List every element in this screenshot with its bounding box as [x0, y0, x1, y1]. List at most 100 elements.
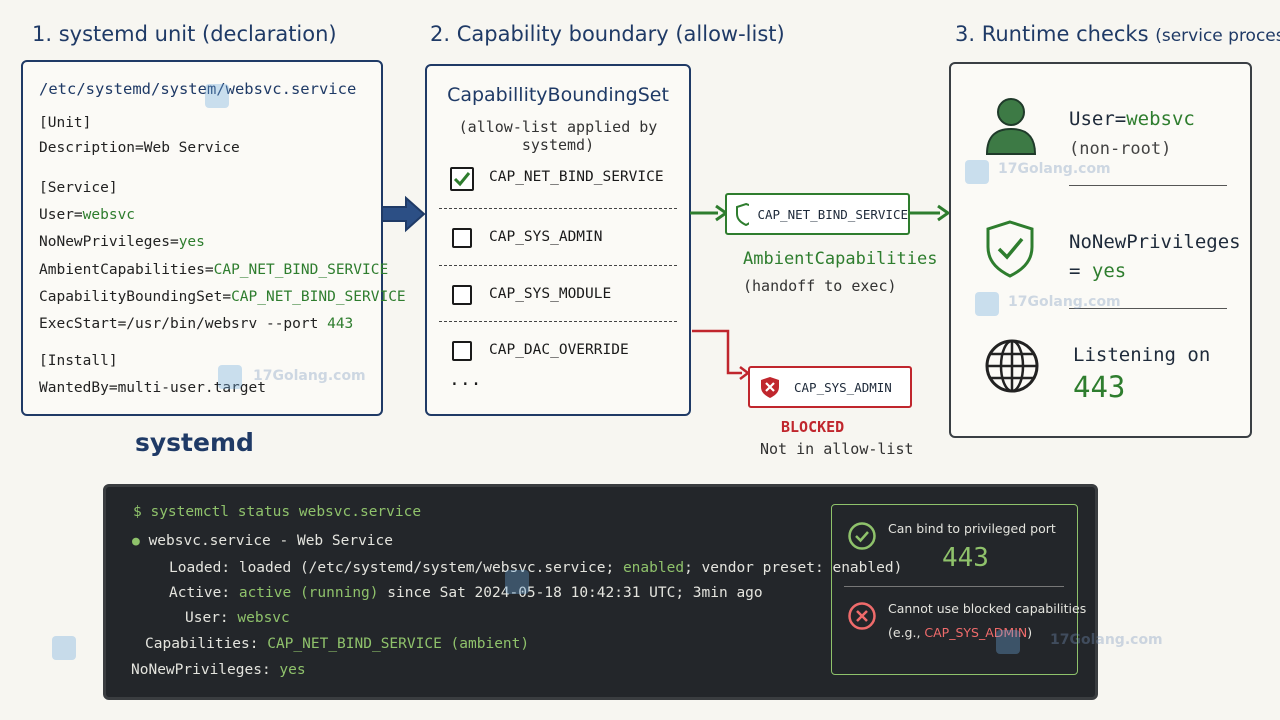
terminal-active-state: active (running) [238, 585, 379, 601]
cap-item-label: CAP_DAC_OVERRIDE [489, 342, 629, 358]
cap-item-label: CAP_SYS_ADMIN [489, 229, 603, 245]
bounding-set-panel: CapabillityBoundingSet (allow-list appli… [425, 64, 691, 416]
terminal-unit-line: ● websvc.service - Web Service [132, 533, 393, 549]
terminal-nnp-key: NoNewPrivileges: [131, 662, 280, 678]
cap-list-more: ... [449, 369, 482, 390]
checkbox-unchecked-icon[interactable] [452, 285, 472, 305]
shield-icon [736, 202, 750, 226]
watermark-logo-icon [218, 365, 242, 389]
result-fail-example: (e.g., CAP_SYS_ADMIN) [888, 625, 1032, 640]
globe-icon [985, 339, 1039, 393]
checkbox-unchecked-icon[interactable] [452, 341, 472, 361]
blocked-cap-label: CAP_SYS_ADMIN [794, 379, 892, 395]
unit-nnp-key: NoNewPrivileges= [39, 234, 179, 250]
checkbox-checked-icon[interactable] [450, 167, 474, 191]
unit-nnp-line: NoNewPrivileges=yes [39, 234, 205, 250]
watermark-text: 17Golang.com [1050, 632, 1163, 648]
unit-ambient-line: AmbientCapabilities=CAP_NET_BIND_SERVICE [39, 262, 388, 278]
heading-boundary: 2. Capability boundary (allow-list) [430, 22, 785, 46]
terminal-user-value: websvc [237, 610, 290, 626]
unit-wanted-by: WantedBy=multi-user.target [39, 380, 266, 396]
divider [439, 208, 677, 209]
watermark-logo-icon [505, 570, 529, 594]
shield-x-icon [761, 377, 779, 398]
ambient-cap-label: CAP_NET_BIND_SERVICE [757, 206, 908, 222]
result-ok-text: Can bind to privileged port [888, 521, 1056, 536]
unit-exec-key: ExecStart=/usr/bin/websrv --port [39, 316, 328, 332]
divider [439, 265, 677, 266]
terminal-caps-key: Capabilities: [145, 636, 268, 652]
watermark-logo-icon [965, 160, 989, 184]
ambient-cap-pill: CAP_NET_BIND_SERVICE [725, 193, 910, 235]
runtime-user-key: User= [1069, 108, 1127, 130]
runtime-user-note: (non-root) [1069, 139, 1172, 159]
terminal-caps-value: CAP_NET_BIND_SERVICE (ambient) [267, 636, 530, 652]
listening-label: Listening on [1073, 344, 1211, 366]
terminal-loaded-pre: Loaded: loaded (/etc/systemd/system/webs… [169, 560, 623, 576]
ambient-title: AmbientCapabilities [743, 249, 938, 269]
unit-user-key: User= [39, 207, 83, 223]
result-box: Can bind to privileged port 443 Cannot u… [831, 504, 1086, 675]
user-icon [985, 98, 1037, 155]
unit-section: [Unit] [39, 115, 92, 131]
divider [1069, 185, 1227, 186]
watermark-text: 17Golang.com [1008, 294, 1121, 310]
terminal-active-line: Active: active (running) since Sat 2024-… [169, 585, 763, 601]
watermark-text: 17Golang.com [998, 161, 1111, 177]
unit-user-line: User=websvc [39, 207, 135, 223]
divider [844, 586, 1064, 587]
runtime-nnp-line: = yes [1069, 260, 1126, 282]
runtime-user-value: websvc [1126, 108, 1195, 130]
result-fail-example-pre: (e.g., [888, 625, 925, 640]
heading-runtime-main: 3. Runtime checks [955, 22, 1149, 46]
runtime-panel: User=websvc (non-root) NoNewPrivileges =… [949, 62, 1252, 438]
terminal-loaded-line: Loaded: loaded (/etc/systemd/system/webs… [169, 560, 902, 576]
unit-bounding-line: CapabilityBoundingSet=CAP_NET_BIND_SERVI… [39, 289, 406, 305]
status-dot-icon: ● [132, 534, 140, 549]
terminal-active-key: Active: [169, 585, 239, 601]
watermark-logo-icon [975, 292, 999, 316]
check-circle-icon [848, 522, 876, 550]
terminal-user-line: User: websvc [185, 610, 290, 626]
listening-port: 443 [1073, 370, 1126, 404]
runtime-nnp-eq: = [1069, 260, 1092, 282]
systemd-caption: systemd [135, 428, 254, 457]
unit-ambient-value: CAP_NET_BIND_SERVICE [213, 262, 389, 278]
terminal-loaded-enabled: enabled [622, 560, 685, 576]
unit-nnp-value: yes [178, 234, 205, 250]
runtime-user-line: User=websvc [1069, 108, 1195, 130]
service-section: [Service] [39, 180, 118, 196]
checkbox-unchecked-icon[interactable] [452, 228, 472, 248]
result-ok-port: 443 [942, 543, 989, 573]
watermark-logo-icon [205, 84, 229, 108]
terminal-user-key: User: [185, 610, 238, 626]
terminal-caps-line: Capabilities: CAP_NET_BIND_SERVICE (ambi… [145, 636, 529, 652]
unit-ambient-key: AmbientCapabilities= [39, 262, 214, 278]
heading-runtime: 3. Runtime checks (service process) [955, 22, 1280, 46]
terminal-nnp-value: yes [279, 662, 306, 678]
blocked-subtitle: Not in allow-list [760, 440, 914, 458]
terminal-loaded-post: ; vendor preset: enabled) [684, 560, 903, 576]
unit-file-path: /etc/systemd/system/websvc.service [39, 80, 357, 98]
terminal-unit-text: websvc.service - Web Service [148, 533, 393, 549]
ambient-subtitle: (handoff to exec) [743, 277, 897, 295]
watermark-text: 17Golang.com [253, 368, 366, 384]
blocked-cap-pill: CAP_SYS_ADMIN [748, 366, 912, 408]
result-fail-text: Cannot use blocked capabilities [888, 601, 1087, 616]
divider [439, 321, 677, 322]
terminal-prompt: $ systemctl status websvc.service [133, 504, 422, 520]
unit-file-panel: /etc/systemd/system/websvc.service [Unit… [21, 60, 406, 416]
flow-arrow-icon [381, 195, 426, 233]
result-fail-example-cap: CAP_SYS_ADMIN [924, 625, 1028, 640]
terminal-window: $ systemctl status websvc.service ● webs… [103, 484, 1098, 700]
result-fail-example-post: ) [1027, 625, 1033, 640]
bounding-set-subtitle: (allow-list applied by systemd) [458, 118, 658, 154]
unit-bounding-key: CapabilityBoundingSet= [39, 289, 232, 305]
cap-item-label: CAP_SYS_MODULE [489, 286, 612, 302]
runtime-nnp-value: yes [1091, 260, 1127, 282]
cap-item-label: CAP_NET_BIND_SERVICE [489, 169, 664, 185]
unit-description: Description=Web Service [39, 140, 240, 156]
install-section: [Install] [39, 353, 118, 369]
unit-user-value: websvc [82, 207, 136, 223]
divider [1069, 308, 1227, 309]
